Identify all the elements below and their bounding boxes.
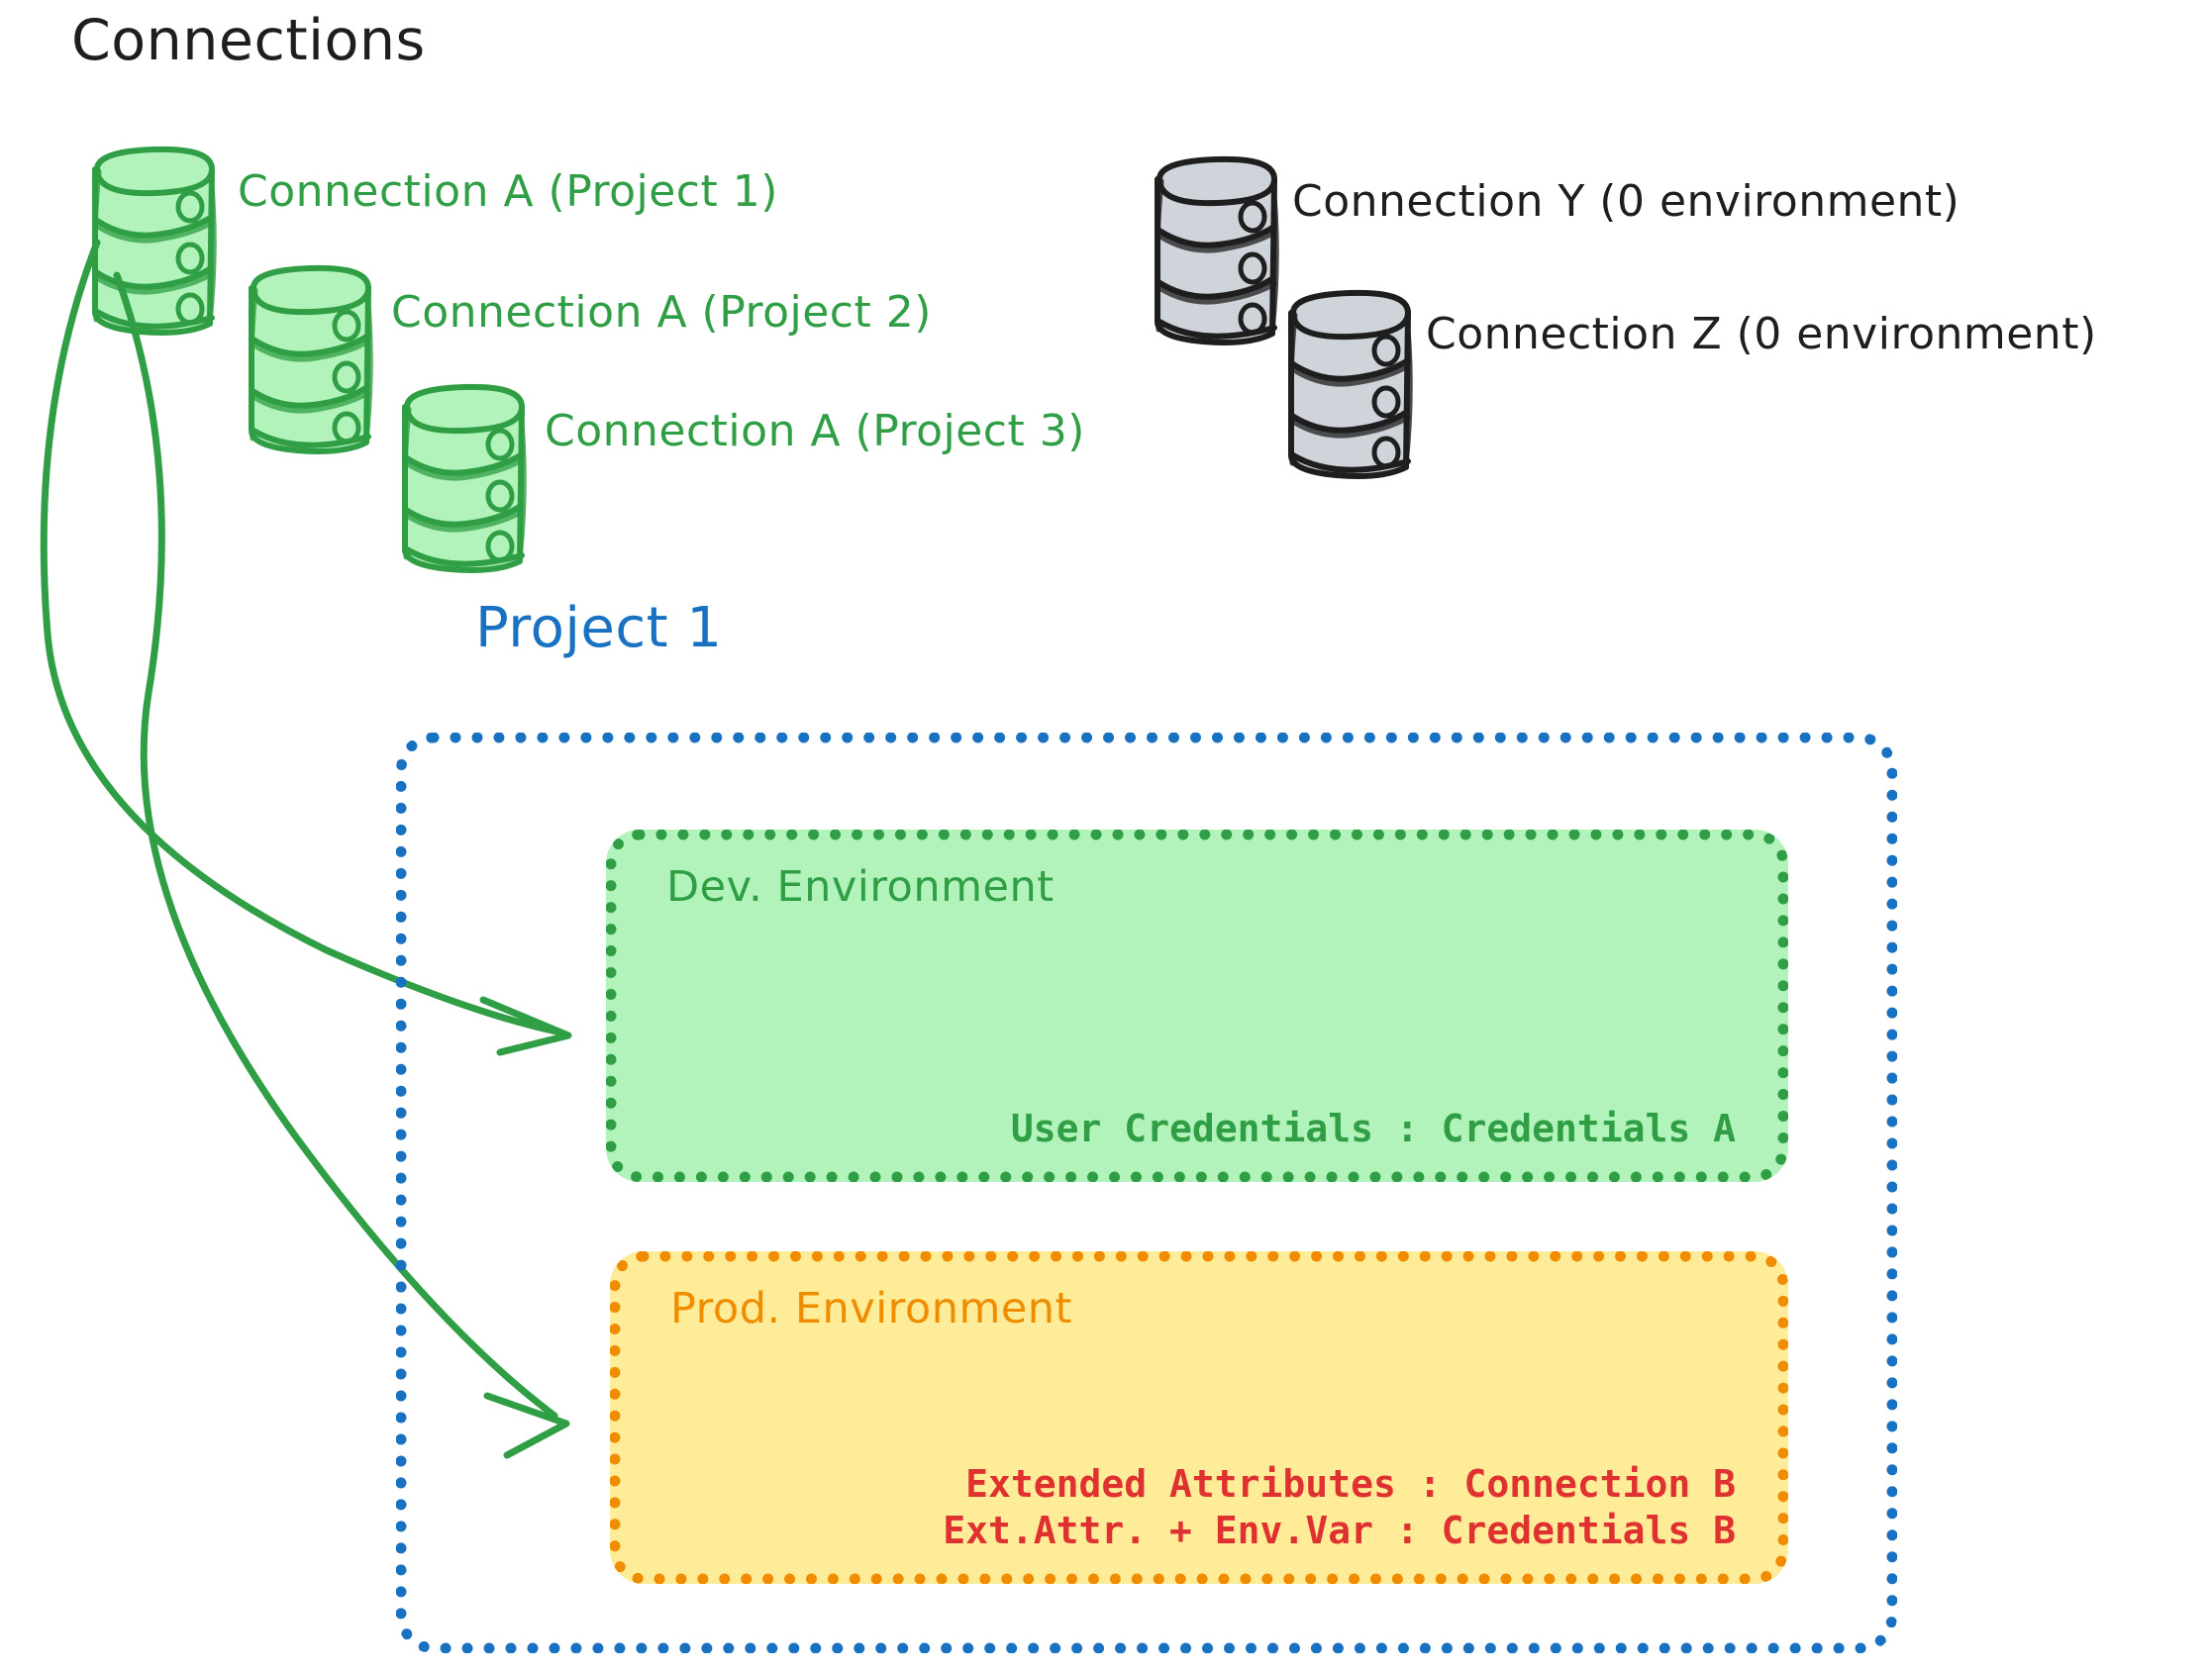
database-cylinder-icon [1291, 293, 1411, 476]
database-cylinder-icon [405, 387, 525, 570]
connection-label-a-project-3: Connection A (Project 3) [545, 406, 1085, 456]
prod-environment-line-2: Ext.Attr. + Env.Var : Credentials B [943, 1508, 1736, 1552]
prod-environment-details: Extended Attributes : Connection B Ext.A… [943, 1461, 1736, 1553]
database-cylinder-icon [251, 268, 371, 451]
dev-environment-box[interactable]: Dev. Environment User Credentials : Cred… [606, 830, 1788, 1182]
database-cylinder-icon [1157, 159, 1277, 343]
prod-environment-box[interactable]: Prod. Environment Extended Attributes : … [610, 1251, 1788, 1584]
connection-label-y: Connection Y (0 environment) [1292, 176, 1961, 227]
dev-environment-line-1: User Credentials : Credentials A [1010, 1106, 1736, 1150]
prod-environment-line-1: Extended Attributes : Connection B [965, 1462, 1736, 1507]
page-title: Connections [71, 8, 426, 73]
database-cylinder-icon [95, 149, 215, 333]
prod-environment-title: Prod. Environment [670, 1284, 1072, 1333]
dev-environment-title: Dev. Environment [666, 862, 1055, 912]
connection-label-a-project-1: Connection A (Project 1) [238, 166, 778, 217]
project-container [396, 733, 1897, 1653]
dev-environment-details: User Credentials : Credentials A [1011, 1106, 1736, 1151]
connection-label-z: Connection Z (0 environment) [1426, 309, 2097, 359]
connection-label-a-project-2: Connection A (Project 2) [391, 287, 932, 338]
project-title: Project 1 [475, 596, 723, 660]
